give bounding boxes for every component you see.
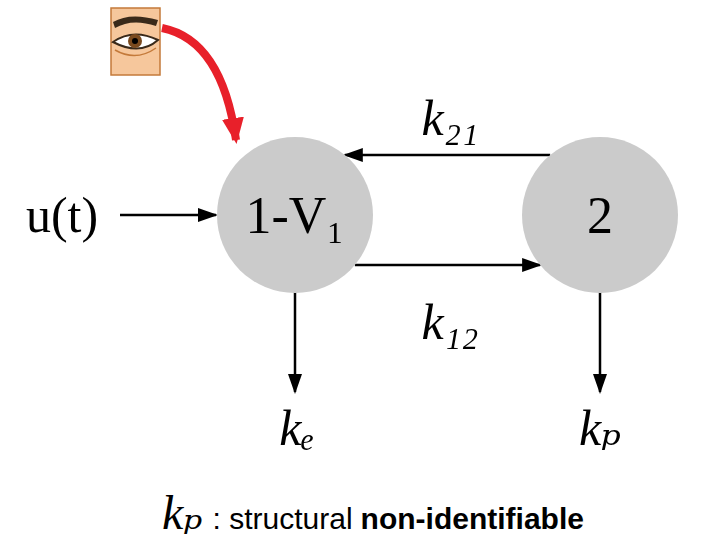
eye-icon	[111, 8, 160, 75]
elimination-arrow	[294, 292, 297, 392]
compartment-label: 2	[587, 186, 613, 245]
rate-constant-label: k₂₁	[422, 93, 479, 143]
note-text: non-identifiable	[361, 502, 584, 536]
note-text: : structural	[213, 502, 353, 536]
compartment-circle: 1-V₁	[217, 137, 373, 293]
elimination-arrow	[599, 292, 602, 392]
compartment-circle: 2	[522, 137, 678, 293]
note-line: kₚ : structuralnon-identifiable	[162, 484, 584, 540]
rate-constant-label: k₁₂	[422, 297, 479, 347]
transfer-arrow	[345, 154, 550, 157]
compartment-label: 1-V₁	[246, 186, 345, 245]
input-arrow	[120, 214, 216, 217]
observation-arrow	[162, 28, 236, 140]
rate-constant-label: kₚ	[579, 403, 621, 453]
rate-constant-label: kₚ	[162, 484, 203, 540]
input-label: u(t)	[26, 190, 98, 240]
transfer-arrow	[355, 264, 540, 267]
rate-constant-label: kₑ	[279, 403, 314, 453]
